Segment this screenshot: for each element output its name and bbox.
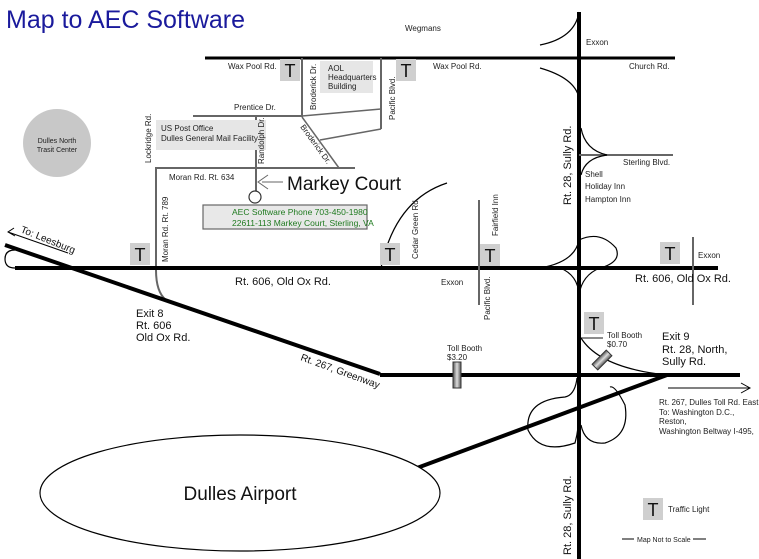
legend-not-to-scale: Map Not to Scale	[637, 537, 691, 544]
ramp	[580, 127, 608, 176]
label-toll-rd-east: Reston,	[659, 417, 687, 426]
label-exit9: Exit 9	[662, 331, 690, 343]
label-exit8: Rt. 606	[136, 320, 171, 332]
connector	[301, 108, 382, 117]
traffic-light-icon: T	[135, 245, 146, 265]
arrow-markey-icon	[257, 174, 283, 190]
label-wegmans: Wegmans	[405, 24, 441, 33]
aol-label: Headquarters	[328, 73, 376, 82]
cloverleaf	[527, 377, 580, 448]
label-sully-rd: Rt. 28, Sully Rd.	[562, 126, 574, 205]
label-exxon: Exxon	[441, 278, 463, 287]
label-exxon: Exxon	[586, 38, 608, 47]
label-randolph-dr: Randolph Dr.	[257, 117, 266, 164]
label-exit8: Old Ox Rd.	[136, 332, 190, 344]
label-shell: Shell	[585, 170, 603, 179]
arrow-east-icon	[668, 382, 752, 394]
traffic-light-icon: T	[485, 246, 496, 266]
dulles-airport-outline	[39, 434, 441, 552]
label-moran-rd-789: Moran Rd. Rt. 789	[161, 196, 170, 262]
toll-booth-icon	[591, 349, 613, 371]
transit-center-circle	[23, 109, 91, 177]
post-office-label: Dulles General Mail Facility	[161, 134, 258, 143]
post-office-box	[156, 120, 266, 150]
label-toll-booth: Toll Booth	[447, 344, 482, 353]
label-dulles-airport: Dulles Airport	[184, 484, 298, 505]
label-exxon: Exxon	[698, 251, 720, 260]
traffic-light-legend-icon: T	[648, 500, 659, 520]
traffic-lights: T T T T T T T T	[130, 59, 680, 520]
aec-phone: AEC Software Phone 703-450-1980	[232, 207, 368, 217]
aec-address-box	[202, 204, 368, 230]
label-wax-pool-rd: Wax Pool Rd.	[433, 62, 482, 71]
label-moran-rd: Moran Rd. Rt. 634	[169, 173, 235, 182]
toll-booth-icon	[452, 361, 462, 389]
label-toll-booth: Toll Booth	[607, 331, 642, 340]
label-broderick-dr: Broderick Dr.	[309, 64, 318, 110]
loop	[4, 249, 16, 269]
label-toll-price: $0.70	[607, 340, 628, 349]
label-transit-center: Dulles North	[38, 138, 77, 145]
label-prentice-dr: Prentice Dr.	[234, 103, 276, 112]
traffic-light-icon: T	[401, 61, 412, 81]
label-toll-rd-east: Washington Beltway I-495,	[659, 427, 754, 436]
label-holiday-inn: Holiday Inn	[585, 182, 625, 191]
aol-box	[320, 61, 373, 93]
label-broderick-dr: Broderick Dr.	[298, 123, 332, 166]
broderick-dr-diag	[301, 116, 340, 169]
map-title: Map to AEC Software	[6, 6, 245, 34]
label-exit9: Sully Rd.	[662, 356, 706, 368]
label-church-rd: Church Rd.	[629, 62, 669, 71]
label-toll-price: $3.20	[447, 353, 468, 362]
label-exit8: Exit 8	[136, 308, 164, 320]
cloverleaf	[559, 267, 601, 296]
label-sterling-blvd: Sterling Blvd.	[623, 158, 670, 167]
label-sully-rd: Rt. 28, Sully Rd.	[562, 476, 574, 555]
cloverleaf	[539, 235, 618, 269]
label-wax-pool-rd: Wax Pool Rd.	[228, 62, 277, 71]
label-transit-center: Trasit Center	[37, 147, 78, 154]
ramp	[539, 11, 580, 46]
label-fairfield-inn: Fairfield Inn	[491, 194, 500, 236]
aol-label: Building	[328, 82, 356, 91]
greenway	[4, 243, 381, 376]
traffic-light-icon: T	[589, 314, 600, 334]
legend-traffic-light: Traffic Light	[668, 505, 710, 514]
label-pacific-blvd: Pacific Blvd.	[388, 76, 397, 120]
label-markey-court: Markey Court	[287, 174, 402, 195]
label-toll-rd-east: To: Washington D.C.,	[659, 408, 734, 417]
arrow-leesburg-icon	[7, 227, 69, 254]
label-old-ox-rd: Rt. 606, Old Ox Rd.	[235, 276, 331, 288]
label-toll-rd-east: Rt. 267, Dulles Toll Rd. East	[659, 398, 759, 407]
post-office-label: US Post Office	[161, 124, 214, 133]
traffic-light-icon: T	[285, 61, 296, 81]
label-pacific-blvd: Pacific Blvd.	[483, 276, 492, 320]
exit9-ramp	[580, 337, 668, 376]
connector	[319, 128, 382, 141]
label-lockridge-rd: Lockridge Rd.	[144, 114, 153, 163]
aec-address: 22611-113 Markey Court, Sterling, VA	[232, 218, 374, 228]
traffic-light-icon: T	[385, 245, 396, 265]
label-hampton-inn: Hampton Inn	[585, 195, 631, 204]
roads	[4, 11, 752, 559]
ramp	[539, 67, 580, 99]
label-cedar-green-rd: Cedar Green Rd	[411, 200, 420, 259]
label-exit9: Rt. 28, North,	[662, 344, 727, 356]
label-old-ox-rd: Rt. 606, Old Ox Rd.	[635, 273, 731, 285]
cloverleaf	[580, 386, 627, 444]
traffic-light-icon: T	[665, 244, 676, 264]
aol-label: AOL	[328, 64, 345, 73]
markey-court-cul-de-sac	[248, 190, 262, 204]
